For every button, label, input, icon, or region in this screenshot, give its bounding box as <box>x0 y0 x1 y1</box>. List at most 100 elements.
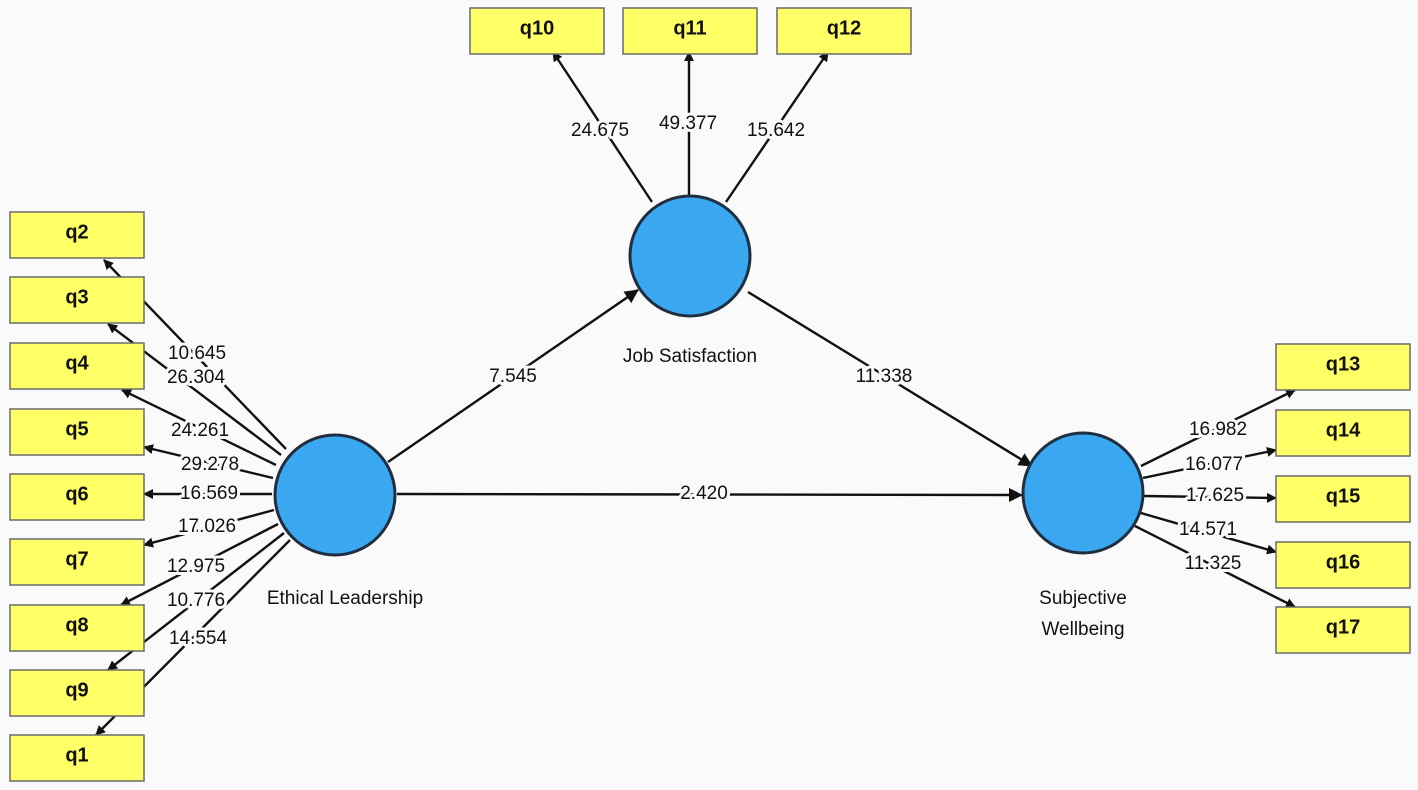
indicator-box-q7 <box>9 538 145 586</box>
indicator-label-q5: q5 <box>65 418 88 440</box>
loading-edge-q4 <box>121 388 277 467</box>
loading-line-q10 <box>551 51 654 203</box>
indicator-q16: q16 <box>1275 541 1411 589</box>
indicator-q15: q15 <box>1275 475 1411 523</box>
indicator-label-q14: q14 <box>1326 419 1361 441</box>
loading-line-q5 <box>143 444 274 480</box>
loading-line-q14 <box>1142 446 1277 480</box>
indicator-q12: q12 <box>776 7 912 55</box>
construct-label-el: Ethical Leadership <box>267 588 423 609</box>
loading-value-q2: 10.645 <box>168 343 226 364</box>
loading-value-q8: 12.975 <box>167 556 225 577</box>
construct-circle-js <box>628 194 752 318</box>
indicator-box-q11 <box>622 7 758 55</box>
path-edge-js-sw <box>747 290 1033 468</box>
loading-value-q10: 24.675 <box>571 120 629 141</box>
indicator-box-q1 <box>9 734 145 782</box>
loading-line-q13 <box>1140 388 1296 468</box>
construct-label-sw-line-2: Wellbeing <box>1041 619 1124 640</box>
loading-edge-q8 <box>120 522 279 607</box>
indicator-label-q7: q7 <box>65 548 88 570</box>
indicator-box-q14 <box>1275 409 1411 457</box>
loading-value-q17: 11.325 <box>1185 553 1242 574</box>
indicator-q14: q14 <box>1275 409 1411 457</box>
path-value-js-sw: 11.338 <box>856 366 913 387</box>
loading-value-q16: 14.571 <box>1179 519 1237 540</box>
path-line-el-js <box>387 289 639 463</box>
indicator-box-q4 <box>9 342 145 390</box>
construct-label-sw-line-1: Subjective <box>1039 588 1127 609</box>
loading-line-q4 <box>121 388 277 467</box>
indicator-label-q16: q16 <box>1326 551 1360 573</box>
loading-value-q9: 10.776 <box>167 590 225 611</box>
indicator-q11: q11 <box>622 7 758 55</box>
indicator-q13: q13 <box>1275 343 1411 391</box>
indicator-box-q10 <box>469 7 605 55</box>
path-value-el-js: 7.545 <box>489 366 537 387</box>
loading-line-q7 <box>143 508 275 548</box>
indicator-box-q5 <box>9 408 145 456</box>
indicator-label-q12: q12 <box>827 17 861 39</box>
loading-value-q11: 49.377 <box>659 113 717 134</box>
indicator-q6: q6 <box>9 473 145 521</box>
indicator-q10: q10 <box>469 7 605 55</box>
indicator-label-q8: q8 <box>65 614 88 636</box>
indicator-box-q9 <box>9 669 145 717</box>
loading-edge-q17 <box>1134 524 1296 609</box>
loading-value-q7: 17.026 <box>178 516 236 537</box>
loading-value-q1: 14.554 <box>169 628 228 649</box>
indicator-label-q17: q17 <box>1326 616 1360 638</box>
construct-sw <box>1021 431 1145 555</box>
loading-value-q5: 29.278 <box>181 454 239 475</box>
construct-circle-el <box>273 433 397 557</box>
indicator-label-q11: q11 <box>673 17 706 39</box>
loading-value-q12: 15.642 <box>747 120 805 141</box>
construct-js <box>628 194 752 318</box>
indicator-q8: q8 <box>9 604 145 652</box>
indicator-q17: q17 <box>1275 606 1411 654</box>
loading-value-q14: 16.077 <box>1185 454 1243 475</box>
indicator-q5: q5 <box>9 408 145 456</box>
path-line-el-sw <box>396 487 1023 502</box>
indicator-q9: q9 <box>9 669 145 717</box>
indicator-box-q6 <box>9 473 145 521</box>
construct-circle-sw <box>1021 431 1145 555</box>
indicator-label-q9: q9 <box>65 679 88 701</box>
path-edge-el-js <box>387 289 639 463</box>
loading-edge-q5 <box>143 444 274 480</box>
path-edge-el-sw <box>396 487 1023 502</box>
indicator-label-q6: q6 <box>65 483 88 505</box>
indicator-q7: q7 <box>9 538 145 586</box>
indicator-box-q16 <box>1275 541 1411 589</box>
indicator-box-q3 <box>9 276 145 324</box>
loading-edge-q16 <box>1140 511 1277 555</box>
indicator-box-q12 <box>776 7 912 55</box>
indicator-label-q3: q3 <box>65 286 88 308</box>
indicator-label-q10: q10 <box>520 17 554 39</box>
indicator-label-q2: q2 <box>65 221 88 243</box>
path-line-js-sw <box>747 290 1033 468</box>
indicator-label-q13: q13 <box>1326 353 1360 375</box>
loading-line-q17 <box>1134 524 1296 609</box>
loading-edge-q12 <box>725 51 829 203</box>
indicator-box-q8 <box>9 604 145 652</box>
indicator-q3: q3 <box>9 276 145 324</box>
indicator-box-q2 <box>9 211 145 259</box>
loading-line-q12 <box>725 51 829 203</box>
loading-edge-q15 <box>1143 492 1277 503</box>
indicator-box-q15 <box>1275 475 1411 523</box>
loading-edge-q10 <box>551 51 654 203</box>
loading-value-q3: 26.304 <box>167 367 226 388</box>
construct-el <box>273 433 397 557</box>
indicator-label-q15: q15 <box>1326 485 1360 507</box>
loading-edge-q14 <box>1142 446 1277 480</box>
indicator-box-q17 <box>1275 606 1411 654</box>
loading-edge-q7 <box>143 508 275 548</box>
indicator-label-q4: q4 <box>65 352 89 374</box>
indicator-box-q13 <box>1275 343 1411 391</box>
loading-value-q13: 16.982 <box>1189 419 1247 440</box>
indicator-q1: q1 <box>9 734 145 782</box>
loading-value-q15: 17.625 <box>1186 485 1244 506</box>
indicator-label-q1: q1 <box>65 744 88 766</box>
